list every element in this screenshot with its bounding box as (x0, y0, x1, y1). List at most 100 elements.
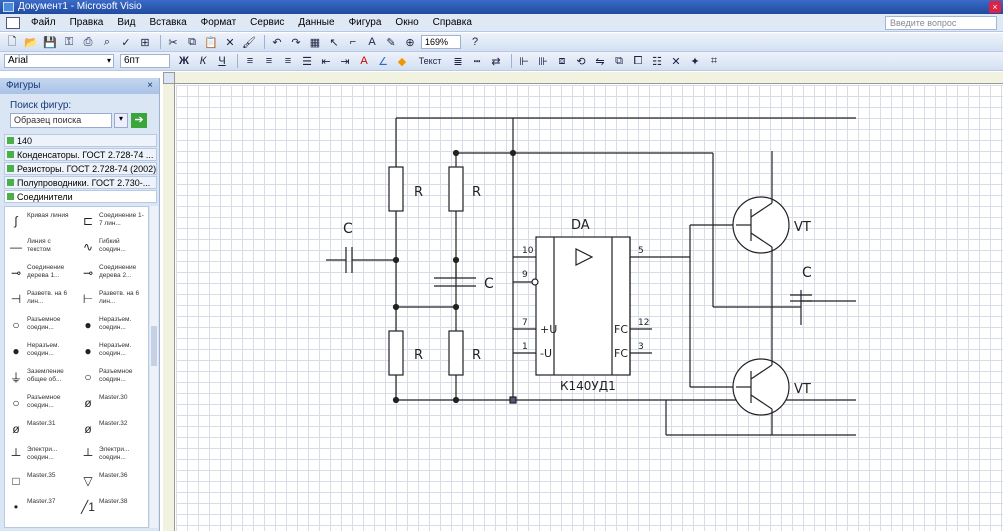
flip-icon[interactable]: ⇋ (595, 55, 605, 68)
document-icon[interactable] (6, 16, 20, 29)
line-color-icon[interactable]: ∠ (378, 55, 388, 68)
layers-icon[interactable]: ☷ (652, 55, 662, 68)
menu-edit[interactable]: Правка (69, 17, 104, 28)
bold-icon[interactable]: Ж (179, 55, 189, 67)
ask-question-input[interactable]: Введите вопрос (885, 16, 997, 30)
font-size-select[interactable]: 6пт (120, 54, 170, 68)
line-weight-icon[interactable]: ≣ (453, 55, 463, 68)
master-shape[interactable]: ●Неразъем. соедин... (77, 313, 147, 337)
line-pattern-icon[interactable]: ┅ (473, 55, 481, 68)
group-icon[interactable]: ⧈ (558, 54, 566, 67)
menu-window[interactable]: Окно (395, 17, 419, 28)
fill-color-icon[interactable]: ◆ (397, 55, 407, 68)
print-preview-icon[interactable]: ⌕ (103, 35, 111, 48)
stencil-item[interactable]: Конденсаторы. ГОСТ 2.728-74 ... (4, 148, 157, 161)
menu-file[interactable]: Файл (31, 17, 56, 28)
help-icon[interactable]: ? (471, 36, 479, 48)
master-shape[interactable]: ○Разъемное соедин... (77, 365, 147, 389)
menu-data[interactable]: Данные (298, 17, 335, 28)
menu-format[interactable]: Формат (200, 17, 237, 28)
master-shape[interactable]: ∿Гибкий соедин... (77, 235, 147, 259)
rotate-icon[interactable]: ⟲ (576, 55, 586, 68)
open-icon[interactable]: 📂 (24, 36, 38, 49)
shapes-icon[interactable]: ▦ (309, 36, 321, 49)
stencil-item-active[interactable]: Соединители (4, 190, 157, 203)
master-shape[interactable]: ⊸Соединение дерева 2... (77, 261, 147, 285)
ink-icon[interactable]: ✎ (386, 36, 396, 49)
align-right-icon[interactable]: ≡ (284, 55, 292, 67)
ruler-corner[interactable] (163, 72, 175, 84)
menu-view[interactable]: Вид (117, 17, 136, 28)
format-painter-icon[interactable]: 🖌 (242, 36, 256, 49)
resistor[interactable] (388, 166, 404, 212)
italic-icon[interactable]: К (199, 55, 207, 67)
pointer-icon[interactable]: ↖ (329, 36, 339, 49)
scrollbar-thumb[interactable] (151, 326, 157, 366)
master-shape[interactable]: ⊏Соединение 1-7 лин... (77, 209, 147, 233)
master-shape[interactable]: □Master.35 (5, 469, 75, 493)
font-select[interactable]: Arial▾ (4, 54, 114, 68)
master-shape[interactable]: ⊢Разветв. на 6 лин... (77, 287, 147, 311)
permission-icon[interactable]: ⚿ (64, 35, 74, 48)
master-shape[interactable]: ⊣Разветв. на 6 лин... (5, 287, 75, 311)
connector-icon[interactable]: ⌐ (349, 36, 357, 48)
connection-point-icon[interactable]: ✕ (671, 55, 681, 68)
master-shape[interactable]: —Линия с текстом (5, 235, 75, 259)
send-back-icon[interactable]: ⧠ (633, 54, 643, 67)
bring-front-icon[interactable]: ⧉ (615, 54, 623, 67)
master-shape[interactable]: ┴Электри... соедин... (77, 443, 147, 467)
decrease-indent-icon[interactable]: ⇤ (321, 55, 331, 68)
master-shape[interactable]: ○Разъемное соедин... (5, 391, 75, 415)
copy-icon[interactable]: ⧉ (188, 35, 196, 48)
master-shape[interactable]: ○Разъемное соедин... (5, 313, 75, 337)
master-shape[interactable]: ●Неразъем. соедин... (77, 339, 147, 363)
close-icon[interactable]: × (147, 80, 153, 91)
resistor[interactable] (388, 330, 404, 376)
increase-indent-icon[interactable]: ⇥ (340, 55, 350, 68)
bullets-icon[interactable]: ☰ (302, 55, 312, 68)
underline-icon[interactable]: Ч (218, 55, 226, 67)
align-shapes-icon[interactable]: ⊩ (519, 55, 529, 68)
stencil-item[interactable]: 140 (4, 134, 157, 147)
resistor[interactable] (448, 330, 464, 376)
align-left-icon[interactable]: ≡ (246, 55, 254, 67)
research-icon[interactable]: ⊞ (140, 36, 150, 49)
menu-insert[interactable]: Вставка (149, 17, 187, 28)
master-shape[interactable]: •Master.37 (5, 495, 75, 519)
new-icon[interactable]: 🗋 (7, 35, 17, 48)
stencil-item[interactable]: Резисторы. ГОСТ 2.728-74 (2002) (4, 162, 157, 175)
master-shape[interactable]: ⊸Соединение дерева 1... (5, 261, 75, 285)
master-shape[interactable]: ●Неразъем. соедин... (5, 339, 75, 363)
menu-help[interactable]: Справка (432, 17, 472, 28)
redo-icon[interactable]: ↷ (291, 36, 301, 49)
print-icon[interactable]: ⎙ (83, 35, 93, 48)
master-shape[interactable]: ⏚Заземление общее об... (5, 365, 75, 389)
text-tool-icon[interactable]: A (368, 36, 376, 48)
font-color-icon[interactable]: A (360, 55, 368, 67)
cut-icon[interactable]: ✂ (168, 36, 178, 49)
search-go-icon[interactable]: ➔ (131, 113, 147, 128)
master-shape[interactable]: ▽Master.36 (77, 469, 147, 493)
vertical-ruler[interactable] (163, 84, 175, 531)
stencil-item[interactable]: Полупроводники. ГОСТ 2.730-... (4, 176, 157, 189)
zoom-icon[interactable]: ⊕ (405, 36, 415, 49)
horizontal-ruler[interactable] (175, 72, 1003, 84)
master-shape[interactable]: ∫Кривая линия (5, 209, 75, 233)
delete-icon[interactable]: ✕ (225, 36, 235, 49)
close-window-button[interactable]: × (989, 1, 1001, 13)
distribute-icon[interactable]: ⊪ (538, 55, 548, 68)
menu-shape[interactable]: Фигура (348, 17, 382, 28)
search-input[interactable]: Образец поиска (10, 113, 112, 128)
menu-tools[interactable]: Сервис (250, 17, 285, 28)
text-block-icon[interactable]: Текст (418, 56, 442, 66)
masters-scrollbar[interactable] (150, 206, 158, 528)
stamp-icon[interactable]: ✦ (690, 55, 700, 68)
crop-icon[interactable]: ⌗ (710, 54, 718, 67)
paste-icon[interactable]: 📋 (204, 36, 218, 49)
chevron-down-icon[interactable]: ▾ (114, 113, 128, 128)
undo-icon[interactable]: ↶ (272, 36, 282, 49)
